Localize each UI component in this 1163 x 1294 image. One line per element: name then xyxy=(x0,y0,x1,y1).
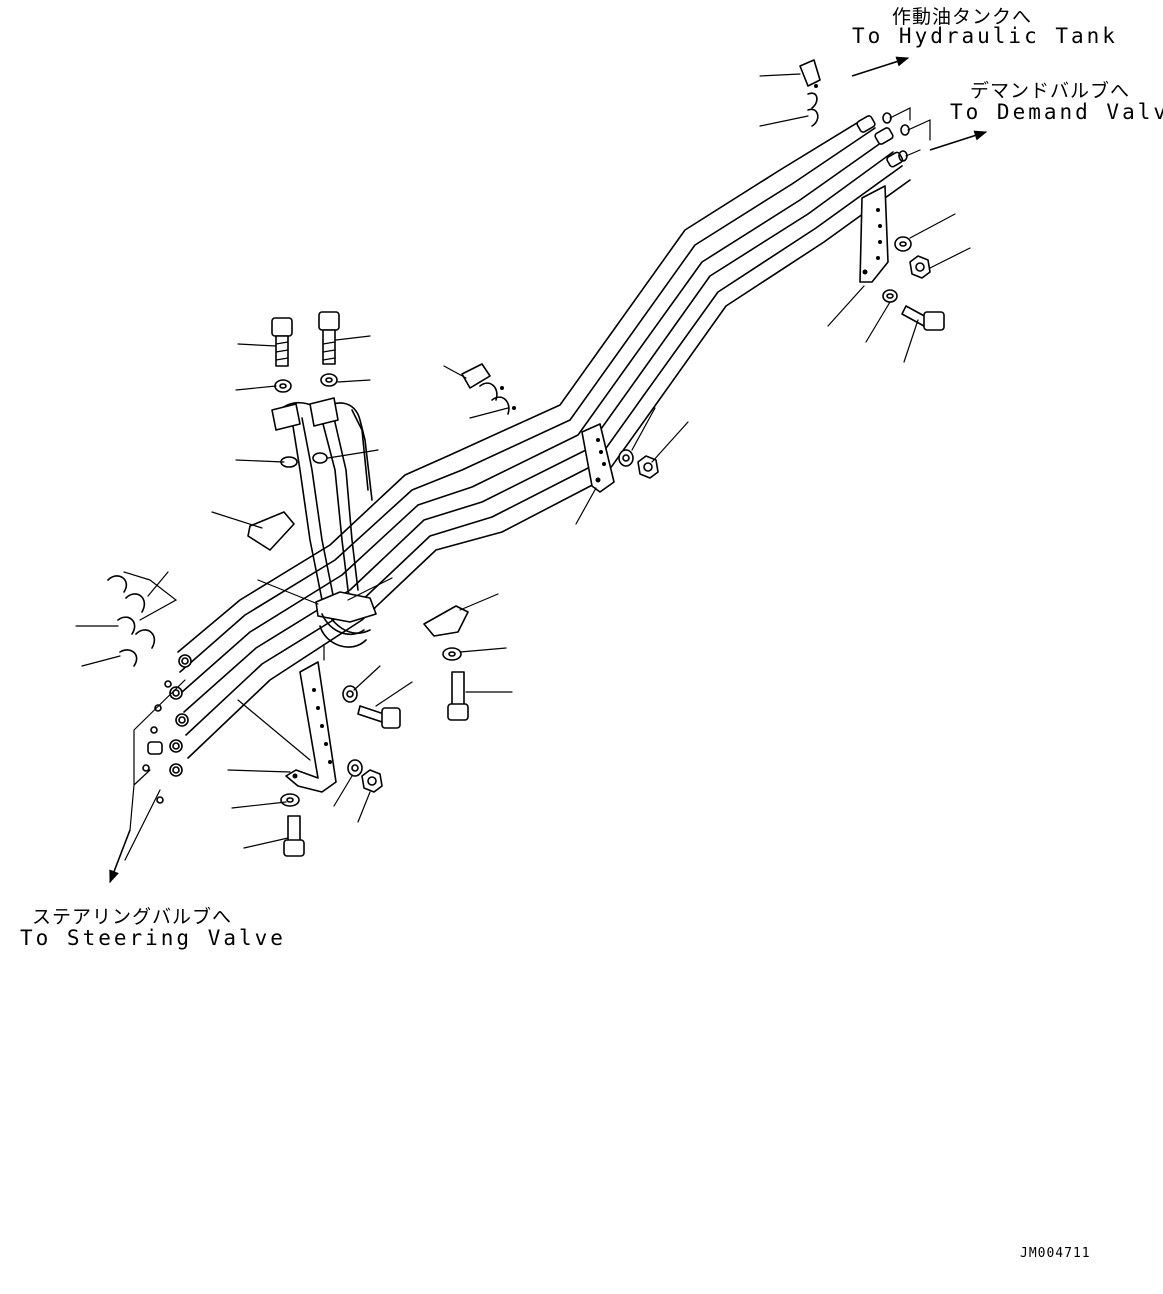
bolt-lower-left xyxy=(283,815,305,857)
bolt-upper-left xyxy=(271,317,293,367)
hose-clips-upper-right xyxy=(799,59,821,127)
bracket-center xyxy=(581,423,615,493)
arrow-to-steering-valve xyxy=(109,829,131,884)
hose-clips-center xyxy=(461,363,516,415)
arrow-to-hydraulic-tank xyxy=(851,56,910,77)
demand-valve-label-en: To Demand Valve xyxy=(950,100,1163,124)
right-end-fittings xyxy=(856,107,931,168)
steering-valve-label-jp: ステアリングバルブへ xyxy=(32,906,233,928)
clamp-plates xyxy=(247,511,469,648)
washers xyxy=(274,236,912,807)
nuts xyxy=(361,255,931,793)
hydraulic-tank-label-en: To Hydraulic Tank xyxy=(852,24,1118,48)
hose-clips-left xyxy=(107,571,178,667)
demand-valve-label-jp: デマンドバルブへ xyxy=(970,80,1131,102)
bolt-right xyxy=(901,305,945,331)
bolt-lower-right xyxy=(447,671,469,721)
bolt-upper-right xyxy=(318,311,340,365)
arrow-to-demand-valve xyxy=(929,130,988,151)
clamp-block-upper xyxy=(271,397,339,468)
steering-valve-label-en: To Steering Valve xyxy=(20,926,286,950)
left-end-fittings xyxy=(124,654,192,861)
bracket-lower xyxy=(237,661,337,793)
hydraulic-tank-label-jp: 作動油タンクへ xyxy=(892,6,1033,28)
drawing-code: JM004711 xyxy=(1020,1246,1091,1261)
bracket-right xyxy=(859,185,889,283)
tube-bundle xyxy=(177,117,911,759)
leader-lines xyxy=(75,73,971,849)
bolt-lower-center xyxy=(357,705,401,729)
